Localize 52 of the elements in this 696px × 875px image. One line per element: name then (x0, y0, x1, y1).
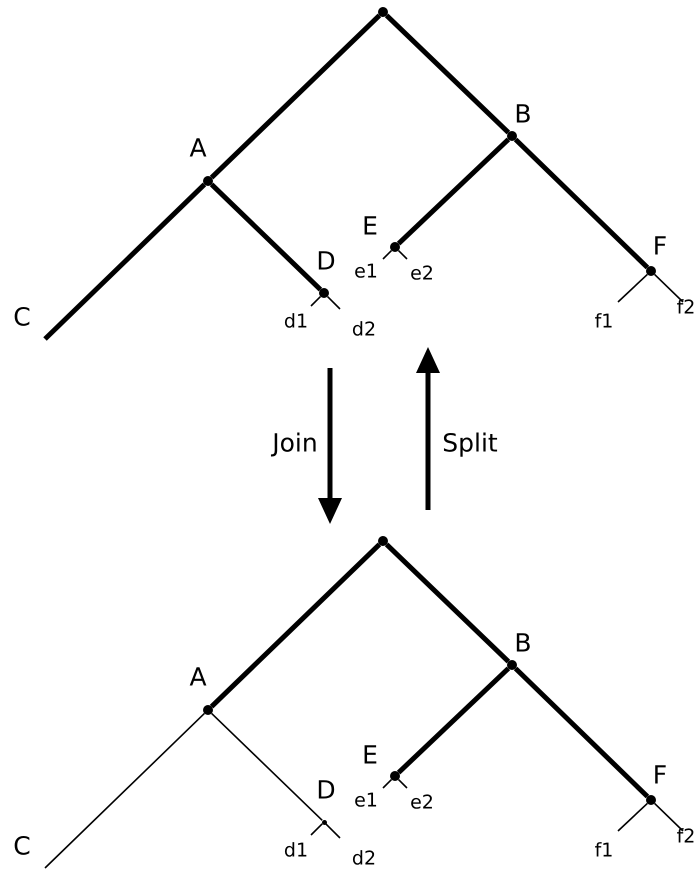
tree-branch (514, 666, 650, 798)
tree-branch (654, 274, 684, 303)
tree-branch (398, 250, 408, 260)
tree-branch (44, 712, 205, 869)
tree-branch (617, 274, 648, 303)
tree-branch (382, 778, 392, 789)
tree-branch (211, 712, 323, 821)
tree-branch (617, 802, 648, 832)
vertex-label: F (652, 762, 668, 788)
vertex-dot (378, 7, 388, 17)
tree-branch (384, 542, 510, 664)
tree-branch (396, 138, 510, 246)
subtree-label: e1 (354, 792, 378, 810)
subtree-label: d2 (352, 320, 376, 340)
tree-branch (384, 14, 510, 134)
tree-branch (210, 14, 382, 180)
subtree-label: d1 (284, 312, 308, 332)
subtree-label: d1 (284, 842, 308, 860)
tree-branch (382, 250, 392, 260)
tree-branch (326, 296, 341, 310)
tree-branch (325, 823, 341, 839)
vertex-label: A (189, 136, 207, 160)
vertex-label: D (316, 248, 336, 274)
subtree-label: f1 (594, 312, 614, 332)
arrow-label: Join (272, 430, 318, 456)
tree-branch (398, 778, 408, 789)
tree-branch (514, 138, 650, 270)
tree-branch (310, 296, 322, 307)
subtree-label: e2 (410, 264, 434, 284)
tree-branch (396, 666, 510, 774)
subtree-label: e1 (354, 262, 378, 282)
subtree-label: f2 (676, 298, 696, 318)
vertex-dot (378, 536, 388, 546)
subtree-label: f2 (676, 828, 696, 846)
tree-branch (43, 182, 206, 341)
vertex-label: B (514, 102, 532, 126)
leaf-label: C (13, 834, 31, 858)
vertex-label: E (362, 742, 378, 768)
vertex-label: E (362, 214, 378, 238)
vertex-label: F (652, 234, 668, 258)
subtree-label: e2 (410, 794, 434, 812)
vertex-label: A (189, 664, 207, 690)
subtree-label: d2 (352, 850, 376, 868)
tree-branch (210, 542, 382, 708)
tree-branch (654, 802, 684, 832)
arrow-label: Split (442, 430, 498, 456)
tree-branch (310, 823, 323, 836)
leaf-label: C (13, 304, 31, 330)
tree-branch (210, 182, 322, 292)
vertex-label: D (316, 778, 336, 802)
subtree-label: f1 (594, 842, 614, 860)
vertex-label: B (514, 630, 532, 656)
